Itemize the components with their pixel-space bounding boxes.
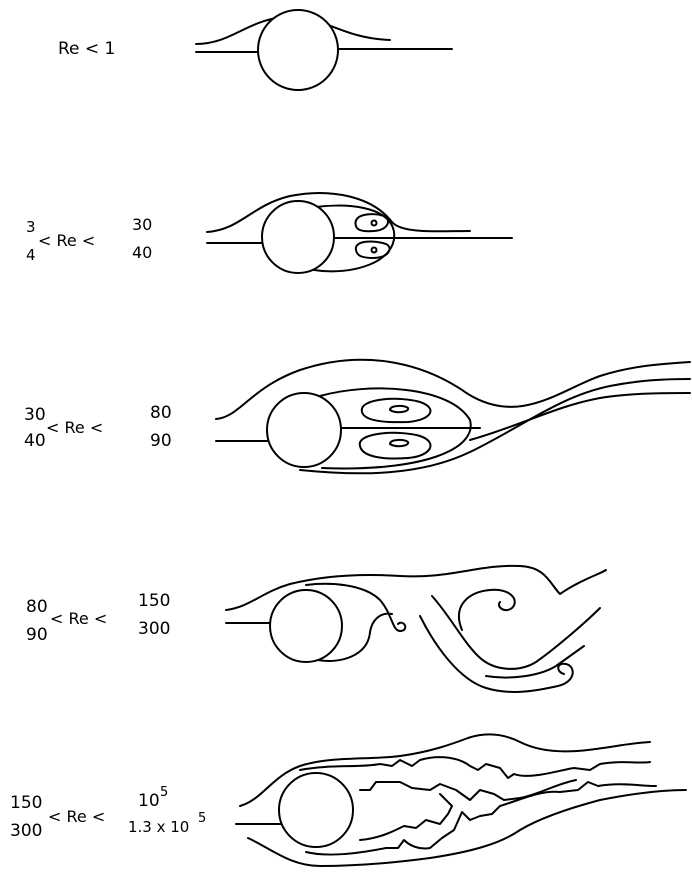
regime-fixed-vortex-pair: 3 4 < Re < 30 40 (26, 193, 512, 273)
label-low-bottom: 4 (26, 246, 36, 264)
label-low-top: 150 (10, 793, 42, 813)
label-high-top: 80 (150, 403, 172, 423)
label-high-top: 150 (138, 591, 170, 611)
vortex-upper-inner (390, 406, 408, 412)
vortex-upper-core (372, 221, 377, 226)
vortex-lower-core (372, 248, 377, 253)
label-high-top: 30 (132, 215, 152, 234)
cylinder (258, 10, 338, 90)
regime-turbulent-wake: 150 300 < Re < 10 5 1.3 x 10 5 (10, 735, 686, 866)
label-mid: < Re < (50, 609, 107, 628)
label-low-top: 80 (26, 597, 48, 617)
cylinder (270, 590, 342, 662)
label-high-bottom: 40 (132, 243, 152, 262)
wake-lower-boundary (306, 782, 656, 855)
vortex-downstream-lower (420, 616, 573, 692)
streamline-upper (207, 193, 470, 232)
label-low-bottom: 300 (10, 821, 42, 841)
label-mid: < Re < (48, 807, 105, 826)
vortex-downstream-upper (432, 596, 600, 669)
label-low-top: 30 (24, 405, 46, 425)
vortex-downstream-curl (459, 590, 515, 630)
label-high-bottom: 300 (138, 619, 170, 639)
label-low-bottom: 90 (26, 625, 48, 645)
label-regime-1: Re < 1 (58, 39, 115, 59)
regime-vortex-street: 80 90 < Re < 150 300 (26, 566, 606, 692)
vortex-lower-inner (390, 440, 408, 446)
wake-inner-lower (360, 794, 452, 840)
label-high-bottom: 1.3 x 10 (128, 818, 189, 836)
streamline-wake-mid (470, 393, 690, 440)
label-mid: < Re < (38, 231, 95, 250)
cylinder (279, 773, 353, 847)
label-high-bottom-exp: 5 (198, 811, 206, 826)
label-low-top: 3 (26, 218, 36, 236)
label-high-bottom: 90 (150, 431, 172, 451)
label-high-top: 10 (138, 791, 160, 811)
label-mid: < Re < (46, 418, 103, 437)
regime-creeping: Re < 1 (58, 10, 452, 90)
label-high-top-exp: 5 (160, 785, 168, 800)
vortex-upper (362, 399, 431, 422)
cylinder (262, 201, 334, 273)
wake-upper-boundary (300, 757, 650, 778)
vortex-lower (356, 242, 390, 258)
cylinder (267, 393, 341, 467)
regime-elongated-vortex-pair: 30 40 < Re < 80 90 (24, 360, 690, 474)
streamline-out-lower (300, 379, 690, 473)
wake-inner-upper (360, 780, 576, 800)
label-low-bottom: 40 (24, 431, 46, 451)
